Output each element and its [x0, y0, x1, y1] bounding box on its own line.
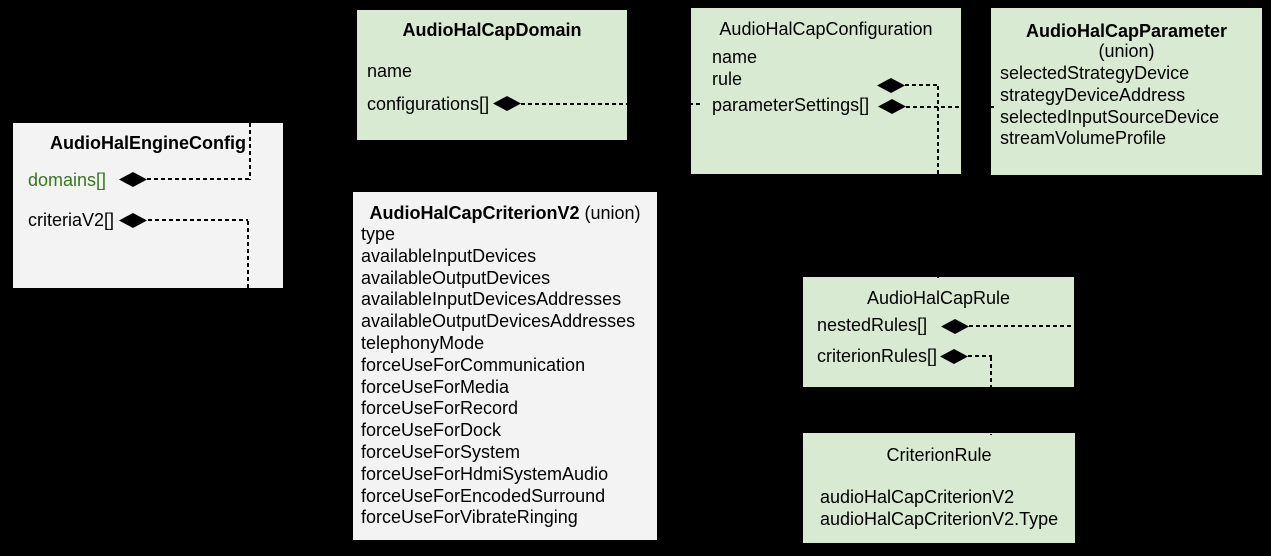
field-force-use-for-vibrate-ringing: forceUseForVibrateRinging [361, 507, 578, 528]
connector-criteria-v2-vertical [247, 221, 249, 297]
connector-domains-horizontal [133, 178, 251, 180]
connector-rule-vertical [937, 86, 939, 278]
connector-nested-rules [955, 325, 1080, 327]
field-force-use-for-hdmi-system-audio: forceUseForHdmiSystemAudio [361, 463, 609, 484]
composition-diamond-icon-criteria-v2 [119, 213, 147, 228]
field-selected-input-source-device: selectedInputSourceDevice [1000, 106, 1220, 127]
class-stereotype-union: (union) [579, 203, 641, 223]
connector-parameter-settings [892, 106, 996, 108]
field-available-input-devices: availableInputDevices [361, 245, 537, 266]
field-available-output-devices-addresses: availableOutputDevicesAddresses [361, 311, 636, 332]
class-box-audio-hal-cap-rule: AudioHalCapRule nestedRules[] criterionR… [803, 277, 1074, 387]
field-selected-strategy-device: selectedStrategyDevice [1000, 63, 1190, 83]
class-box-audio-hal-cap-domain: AudioHalCapDomain name configurations[] [357, 10, 627, 140]
connector-criterion-rules-vertical [990, 357, 992, 435]
connector-criterion-rules-horizontal [954, 355, 992, 357]
class-title: AudioHalCapDomain [402, 20, 582, 40]
class-stereotype-union: (union) [1098, 41, 1155, 61]
class-box-criterion-rule: CriterionRule audioHalCapCriterionV2 aud… [803, 433, 1075, 543]
connector-rule-horizontal [891, 84, 938, 86]
class-title: AudioHalCapParameter [1025, 21, 1228, 41]
class-title: AudioHalCapCriterionV2 (union) [353, 202, 657, 224]
connector-configurations [507, 103, 702, 105]
field-type: type [361, 224, 396, 244]
field-available-input-devices-addresses: availableInputDevicesAddresses [361, 289, 622, 310]
class-box-audio-hal-cap-configuration: AudioHalCapConfiguration name rule param… [691, 8, 961, 174]
field-stream-volume-profile: streamVolumeProfile [1000, 128, 1167, 149]
field-list: selectedStrategyDevice strategyDeviceAdd… [1000, 63, 1219, 150]
field-name: name [712, 47, 758, 67]
class-title: AudioHalEngineConfig [50, 133, 246, 153]
field-audio-hal-cap-criterion-v2: audioHalCapCriterionV2 [820, 487, 1015, 507]
field-force-use-for-communication: forceUseForCommunication [361, 354, 586, 375]
field-domains: domains[] [28, 170, 107, 190]
field-criteria-v2: criteriaV2[] [28, 210, 115, 230]
field-force-use-for-encoded-surround: forceUseForEncodedSurround [361, 485, 606, 506]
class-title: AudioHalCapRule [866, 288, 1011, 308]
connector-domains-vertical [249, 123, 251, 180]
field-audio-hal-cap-criterion-v2-type: audioHalCapCriterionV2.Type [820, 509, 1059, 529]
field-force-use-for-system: forceUseForSystem [361, 441, 521, 462]
class-title-name: AudioHalCapCriterionV2 [369, 203, 580, 223]
field-strategy-device-address: strategyDeviceAddress [1000, 84, 1186, 105]
field-force-use-for-dock: forceUseForDock [361, 420, 502, 441]
class-title: CriterionRule [886, 445, 992, 465]
class-box-audio-hal-cap-criterion-v2: AudioHalCapCriterionV2 (union) type avai… [353, 192, 657, 540]
field-criterion-rules: criterionRules[] [817, 346, 938, 366]
field-name: name [367, 61, 413, 81]
class-title: AudioHalCapConfiguration [719, 19, 933, 39]
connector-criteria-v2-horizontal [134, 219, 248, 221]
field-rule: rule [712, 69, 743, 89]
field-force-use-for-record: forceUseForRecord [361, 398, 519, 419]
field-force-use-for-media: forceUseForMedia [361, 376, 510, 397]
field-list: type availableInputDevices availableOutp… [361, 224, 635, 529]
field-available-output-devices: availableOutputDevices [361, 267, 551, 288]
field-nested-rules: nestedRules[] [817, 315, 928, 335]
field-parameter-settings: parameterSettings[] [712, 95, 870, 115]
field-telephony-mode: telephonyMode [361, 332, 485, 353]
field-configurations: configurations[] [367, 94, 490, 114]
class-box-audio-hal-engine-config: AudioHalEngineConfig domains[] criteriaV… [13, 123, 283, 288]
class-box-audio-hal-cap-parameter: AudioHalCapParameter (union) selectedStr… [991, 8, 1262, 175]
